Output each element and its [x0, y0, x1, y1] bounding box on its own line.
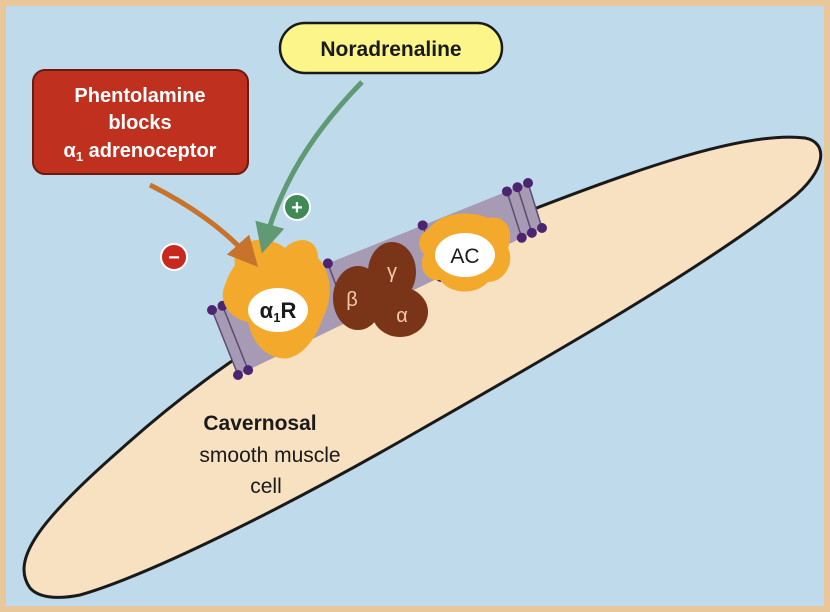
lipid-head	[243, 365, 253, 375]
lipid-head	[523, 178, 533, 188]
g-beta-label: β	[346, 289, 358, 311]
lipid-head	[233, 370, 243, 380]
noradrenaline-label-box: Noradrenaline	[280, 23, 502, 73]
inhibition-minus-badge: −	[161, 244, 187, 270]
minus-sign: −	[168, 247, 180, 269]
phentolamine-label-line3: α1 adrenoceptor	[64, 140, 217, 164]
activation-plus-badge: +	[284, 194, 310, 220]
phentolamine-label-box: Phentolamine blocks α1 adrenoceptor	[33, 70, 248, 174]
lipid-head	[512, 182, 522, 192]
phentolamine-label-line2: blocks	[108, 112, 171, 134]
plus-sign: +	[291, 197, 303, 219]
noradrenaline-label: Noradrenaline	[320, 38, 461, 61]
cell-label-line3: cell	[250, 475, 282, 498]
g-gamma-label: γ	[387, 261, 397, 283]
g-alpha-label: α	[396, 305, 408, 327]
lipid-head	[517, 233, 527, 243]
cell-label-line1: Cavernosal	[203, 412, 316, 435]
lipid-head	[537, 223, 547, 233]
lipid-head	[502, 186, 512, 196]
lipid-head	[527, 228, 537, 238]
lipid-head	[207, 305, 217, 315]
phentolamine-label-line1: Phentolamine	[74, 85, 205, 107]
cell-label-line2: smooth muscle	[199, 444, 340, 467]
adenylyl-cyclase-label: AC	[450, 245, 479, 268]
lipid-head	[418, 220, 428, 230]
